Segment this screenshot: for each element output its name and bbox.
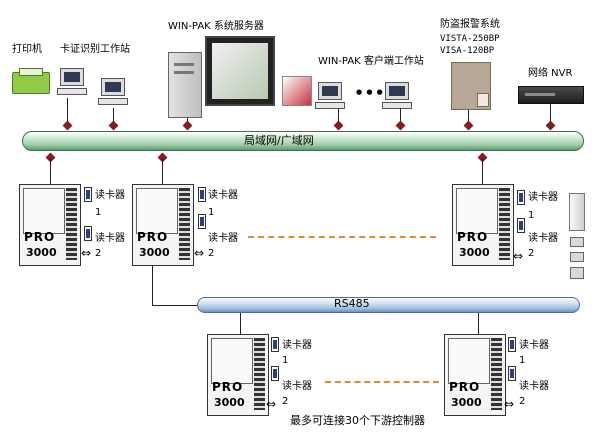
card-reader-icon bbox=[271, 366, 279, 381]
double-arrow-icon: ⇔ bbox=[266, 397, 277, 411]
client-station-label: WIN-PAK 客户端工作站 bbox=[318, 56, 424, 67]
controller-model: 3000 bbox=[459, 246, 490, 259]
reader-number: 1 bbox=[528, 210, 535, 221]
vista250-label: VISTA-250BP bbox=[440, 34, 500, 44]
footer-note: 最多可连接30个下游控制器 bbox=[290, 414, 425, 427]
reader-label: 读卡器 bbox=[208, 190, 238, 201]
controller-pro3000: PRO 3000 bbox=[132, 184, 194, 266]
controller-brand: PRO bbox=[137, 230, 169, 244]
rs485-label: RS485 bbox=[334, 297, 370, 310]
alarm-system-label: 防盗报警系统 bbox=[440, 19, 500, 30]
card-reader-icon bbox=[271, 337, 279, 352]
door-icon bbox=[569, 193, 585, 231]
reader-label: 读卡器 bbox=[95, 190, 125, 201]
controller-brand: PRO bbox=[212, 380, 244, 394]
reader-number: 1 bbox=[282, 355, 289, 366]
controller-model: 3000 bbox=[139, 246, 170, 259]
reader-label: 读卡器 bbox=[282, 381, 312, 392]
card-reader-icon bbox=[517, 218, 525, 233]
software-box-icon bbox=[282, 76, 312, 106]
reader-label: 读卡器 bbox=[95, 233, 125, 244]
card-reader-icon bbox=[198, 187, 206, 202]
double-arrow-icon: ⇔ bbox=[504, 397, 515, 411]
controller-brand: PRO bbox=[449, 380, 481, 394]
reader-label: 读卡器 bbox=[519, 340, 549, 351]
reader-number: 2 bbox=[519, 396, 526, 407]
double-arrow-icon: ⇔ bbox=[513, 249, 524, 263]
badge-station-label: 卡证识别工作站 bbox=[60, 44, 130, 55]
card-reader-icon bbox=[84, 187, 92, 202]
controller-brand: PRO bbox=[457, 230, 489, 244]
server-monitor-icon bbox=[205, 36, 275, 106]
controller-pro3000: PRO 3000 bbox=[452, 184, 514, 266]
reader-number: 2 bbox=[282, 396, 289, 407]
controller-pro3000: PRO 3000 bbox=[207, 334, 269, 416]
continuation-dashes bbox=[325, 381, 439, 383]
reader-number: 2 bbox=[95, 248, 102, 259]
controller-brand: PRO bbox=[24, 230, 56, 244]
controller-model: 3000 bbox=[26, 246, 57, 259]
vista120-label: VISA-120BP bbox=[440, 46, 495, 56]
server-label: WIN-PAK 系统服务器 bbox=[168, 21, 264, 32]
printer-label: 打印机 bbox=[12, 44, 42, 55]
switch-icon bbox=[570, 252, 584, 262]
reader-number: 1 bbox=[208, 207, 215, 218]
reader-number: 1 bbox=[95, 207, 102, 218]
card-reader-icon bbox=[517, 190, 525, 205]
reader-label: 读卡器 bbox=[208, 233, 238, 244]
client-dots: ● ● ● bbox=[356, 88, 384, 96]
speaker-icon bbox=[570, 267, 584, 279]
reader-label: 读卡器 bbox=[528, 233, 558, 244]
double-arrow-icon: ⇔ bbox=[81, 246, 92, 260]
controller-pro3000: PRO 3000 bbox=[19, 184, 81, 266]
server-tower-icon bbox=[168, 52, 202, 118]
alarm-panel-icon bbox=[451, 62, 491, 110]
continuation-dashes bbox=[248, 236, 436, 238]
reader-label: 读卡器 bbox=[282, 340, 312, 351]
reader-label: 读卡器 bbox=[519, 381, 549, 392]
controller-model: 3000 bbox=[451, 396, 482, 409]
card-reader-icon bbox=[508, 337, 516, 352]
rs485-bus bbox=[197, 297, 580, 313]
card-reader-icon bbox=[84, 226, 92, 241]
controller-model: 3000 bbox=[214, 396, 245, 409]
nvr-icon bbox=[518, 86, 584, 104]
controller-pro3000: PRO 3000 bbox=[444, 334, 506, 416]
reader-label: 读卡器 bbox=[528, 192, 558, 203]
reader-number: 2 bbox=[208, 248, 215, 259]
lan-bus bbox=[22, 131, 584, 151]
double-arrow-icon: ⇔ bbox=[194, 246, 205, 260]
nvr-label: 网络 NVR bbox=[528, 68, 573, 79]
reader-number: 2 bbox=[528, 248, 535, 259]
card-reader-icon bbox=[198, 214, 206, 229]
lan-label: 局域网/广域网 bbox=[244, 134, 314, 147]
reader-number: 1 bbox=[519, 355, 526, 366]
card-reader-icon bbox=[508, 366, 516, 381]
printer-icon bbox=[12, 68, 50, 94]
strobe-icon bbox=[570, 237, 584, 247]
